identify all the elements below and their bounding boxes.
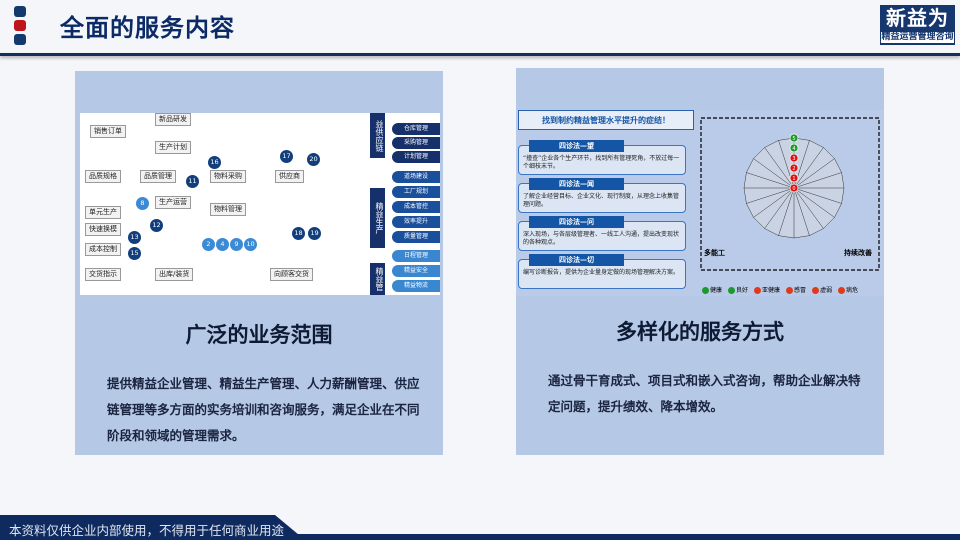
flow-box: 成本控制 (85, 243, 121, 256)
service-mode-card: 找到制约精益管理水平提升的症结！ 0 1 2 3 4 5 多能工 持续改善 健康 良好 亚健康 感冒… (516, 68, 884, 455)
flow-box: 出库/装货 (155, 268, 194, 281)
card-title: 广泛的业务范围 (185, 323, 333, 347)
side-group-label: 益供应链 (370, 113, 385, 158)
flow-box: 快速换模 (85, 223, 121, 236)
diagnosis-headline: 找到制约精益管理水平提升的症结！ (518, 110, 694, 130)
step-number-badge: 15 (128, 247, 141, 260)
service-scope-card: 销售订单 新品研发生产计划品质规格 品质管理生产运营 物料采购 供应商物料管理 单元生产快… (75, 71, 443, 455)
flow-box: 生产计划 (155, 141, 191, 154)
radar-corner-label: 持续改善 (844, 248, 872, 257)
footer-disclaimer: 本资料仅供企业内部使用，不得用于任何商业用途 (9, 523, 285, 538)
health-level-number: 4 (792, 146, 795, 152)
legend-label: 病危 (846, 287, 859, 294)
card-description: 通过骨干育成式、项目式和嵌入式咨询，帮助企业解决特定问题，提升绩效、降本增效。 (548, 373, 861, 414)
step-number-badge: 18 (292, 227, 305, 240)
step-number-badge: 10 (244, 238, 257, 251)
side-item: 计划管理 (392, 151, 440, 163)
method-description: 了解企业经营目标、企业文化、现行制度，从理念上收集管理问题。 (523, 193, 680, 208)
health-level-number: 0 (792, 186, 795, 192)
side-item: 仓库管理 (392, 123, 440, 135)
flow-box: 品质规格 (85, 170, 121, 183)
business-flow-diagram: 销售订单 新品研发生产计划品质规格 品质管理生产运营 物料采购 供应商物料管理 单元生产快… (80, 113, 440, 295)
legend-label: 亚健康 (762, 287, 781, 294)
health-level-number: 2 (792, 166, 795, 172)
card-description: 提供精益企业管理、精益生产管理、人力薪酬管理、供应链管理等多方面的实务培训和咨询… (107, 376, 420, 443)
method-title: 四诊法—切 (529, 254, 624, 266)
method-title: 四诊法—望 (529, 140, 624, 152)
side-group-label: 精益生产 (370, 188, 385, 248)
health-level-number: 5 (792, 136, 795, 142)
health-level-marker (789, 153, 799, 163)
company-logo: 新益为精益运营管理咨询 (880, 5, 955, 45)
flow-box: 品质管理 (140, 170, 176, 183)
method-description: “撞查”企业各个生产环节，找到所有管理死角，不放过每一个细枝末节。 (523, 155, 680, 170)
health-level-marker (789, 143, 799, 153)
side-item: 采购管理 (392, 137, 440, 149)
step-number-badge: 2 (202, 238, 215, 251)
health-level-marker (789, 173, 799, 183)
card-title: 多样化的服务方式 (616, 320, 784, 344)
step-number-badge: 16 (208, 156, 221, 169)
method-description: 编写诊断报告，提供为企业量身定做的现场管理解决方案。 (523, 269, 680, 276)
step-number-badge: 9 (230, 238, 243, 251)
diagnosis-method: 四诊法—闻了解企业经营目标、企业文化、现行制度，从理念上收集管理问题。 (518, 178, 686, 213)
legend-label: 虚弱 (820, 287, 833, 294)
radar-chart: 0 1 2 3 4 5 多能工 持续改善 (700, 117, 880, 271)
legend-dot (838, 287, 846, 294)
flow-box: 单元生产 (85, 206, 121, 219)
side-item: 日程管理 (392, 250, 440, 262)
legend-dot (786, 287, 794, 294)
health-level-marker (789, 183, 799, 193)
flow-box: 向顾客交货 (270, 268, 313, 281)
legend-label: 良好 (736, 287, 749, 294)
flow-box: 交货指示 (85, 268, 121, 281)
flow-box: 物料管理 (210, 203, 246, 216)
health-level-number: 3 (792, 156, 795, 162)
step-number-badge: 4 (216, 238, 229, 251)
header-accent-bars (14, 6, 26, 48)
step-number-badge: 17 (280, 150, 293, 163)
health-level-number: 1 (792, 176, 795, 182)
flow-box: 供应商 (275, 170, 304, 183)
header-divider (0, 53, 960, 56)
step-number-badge: 12 (150, 219, 163, 232)
legend-dot (728, 287, 736, 294)
side-item: 精益物流 (392, 280, 440, 292)
side-item: 质量管理 (392, 231, 440, 243)
step-number-badge: 20 (307, 153, 320, 166)
legend-label: 健康 (710, 287, 723, 294)
legend-label: 感冒 (794, 287, 807, 294)
side-item: 成本管控 (392, 201, 440, 213)
step-number-badge: 19 (308, 227, 321, 240)
health-legend: 健康 良好 亚健康 感冒 虚弱 病危 (696, 285, 858, 294)
legend-dot (702, 287, 709, 294)
flow-box: 物料采购 (210, 170, 246, 183)
footer: 本资料仅供企业内部使用，不得用于任何商业用途 (0, 515, 960, 540)
diagnosis-method: 四诊法—问深入现场，与各层级管理者、一线工人沟通，提出改变现状的各种观点。 (518, 216, 686, 251)
legend-dot (812, 287, 820, 294)
method-title: 四诊法—闻 (529, 178, 624, 190)
side-item: 工厂规划 (392, 186, 440, 198)
step-number-badge: 13 (128, 231, 141, 244)
side-item: 精益安全 (392, 265, 440, 277)
diagnosis-method: 四诊法—切编写诊断报告，提供为企业量身定做的现场管理解决方案。 (518, 254, 686, 289)
flow-box: 新品研发 (155, 113, 191, 126)
side-item: 道场建设 (392, 171, 440, 183)
flow-box: 生产运营 (155, 196, 191, 209)
side-group-label: 精益管 (370, 263, 385, 295)
diagnosis-method: 四诊法—望 “撞查”企业各个生产环节，找到所有管理死角，不放过每一个细枝末节。 (518, 140, 686, 175)
radar-corner-label: 多能工 (704, 248, 725, 257)
step-number-badge: 11 (186, 175, 199, 188)
step-number-badge: 8 (136, 197, 149, 210)
page-title: 全面的服务内容 (60, 14, 235, 42)
side-item: 效率提升 (392, 216, 440, 228)
method-description: 深入现场，与各层级管理者、一线工人沟通，提出改变现状的各种观点。 (523, 231, 680, 246)
legend-dot (754, 287, 762, 294)
diagnosis-diagram: 找到制约精益管理水平提升的症结！ 0 1 2 3 4 5 多能工 持续改善 健康 良好 亚健康 感冒… (516, 110, 884, 296)
health-level-marker (789, 133, 799, 143)
flow-box: 销售订单 (90, 125, 126, 138)
method-title: 四诊法—问 (529, 216, 624, 228)
health-level-marker (789, 163, 799, 173)
